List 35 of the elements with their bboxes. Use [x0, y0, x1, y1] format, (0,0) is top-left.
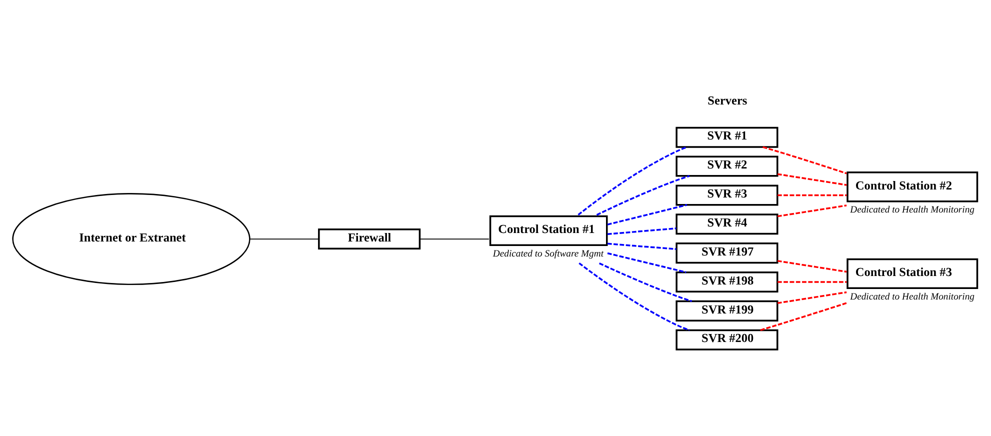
- connector: [760, 302, 847, 331]
- connector: [596, 175, 690, 216]
- connector: [607, 242, 676, 250]
- connector: [778, 281, 847, 283]
- connector: [607, 204, 688, 226]
- connector: [250, 238, 320, 240]
- node-box: SVR #198: [676, 271, 778, 293]
- node-box: SVR #1: [676, 126, 778, 148]
- connector: [607, 252, 686, 274]
- node-box: SVR #197: [676, 242, 778, 264]
- node-box: Control Station #2: [846, 172, 978, 202]
- node-box: Firewall: [318, 228, 421, 250]
- node-box: SVR #4: [676, 214, 778, 235]
- node-label: Dedicated to Health Monitoring: [850, 291, 974, 302]
- connector: [778, 194, 847, 196]
- connector: [598, 262, 692, 302]
- connector: [578, 146, 688, 216]
- node-box: SVR #200: [676, 329, 778, 350]
- node-box: Control Station #1: [489, 215, 608, 246]
- connector: [777, 204, 847, 218]
- connector: [578, 262, 690, 331]
- connector: [777, 260, 847, 273]
- connector: [419, 238, 490, 240]
- label: Servers: [708, 94, 748, 108]
- connector: [762, 146, 847, 174]
- node-box: Control Station #3: [846, 258, 978, 289]
- connector: [777, 173, 847, 186]
- node-box: SVR #2: [676, 156, 778, 177]
- node-label: Dedicated to Health Monitoring: [850, 204, 974, 216]
- node-ellipse: Internet or Extranet: [12, 193, 250, 286]
- node-box: SVR #3: [676, 184, 778, 206]
- node-box: SVR #199: [676, 300, 778, 322]
- connector: [607, 227, 676, 235]
- connector: [777, 291, 847, 304]
- node-label: Dedicated to Software Mgmt: [492, 248, 604, 260]
